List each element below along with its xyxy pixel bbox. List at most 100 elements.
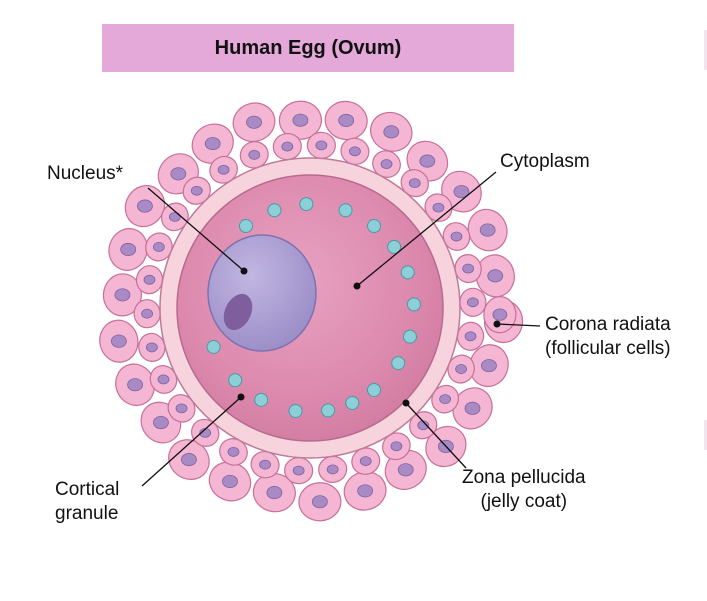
cortical-granule (238, 219, 253, 234)
follicular-cell-nucleus (259, 459, 271, 470)
cortical-granule (299, 197, 314, 212)
follicular-cell (239, 141, 269, 169)
cortical-granule (321, 403, 336, 418)
follicular-cell-nucleus (383, 125, 400, 139)
corona-leader (496, 323, 541, 327)
follicular-cell-nucleus (292, 113, 309, 127)
corona-pointer-dot (493, 320, 501, 328)
follicular-cell-nucleus (217, 164, 230, 175)
follicular-cell-nucleus (127, 378, 143, 392)
cortical-granule-label: Cortical granule (55, 478, 119, 526)
follicular-cell (108, 228, 148, 271)
follicular-cell (298, 482, 342, 522)
follicular-cell-nucleus (455, 364, 468, 374)
follicular-cell-nucleus (487, 269, 504, 283)
follicular-cell-nucleus (464, 331, 477, 342)
zona-label-line1: Zona pellucida (462, 467, 586, 488)
cortical-granules (206, 197, 421, 418)
cortical-granule (228, 373, 243, 388)
follicular-cell-nucleus (281, 141, 294, 152)
follicular-cell-nucleus (439, 394, 452, 405)
follicular-cell (459, 287, 487, 317)
cortical-label-line2: granule (55, 503, 119, 524)
follicular-cell-nucleus (266, 486, 283, 500)
follicular-cell-nucleus (110, 334, 127, 348)
cortical-granule (254, 392, 269, 407)
nucleolus (223, 293, 253, 331)
follicular-cell-nucleus (311, 495, 328, 509)
zona-pellucida-label: Zona pellucida (jelly coat) (462, 466, 586, 514)
follicular-cell-nucleus (204, 137, 221, 151)
follicular-cell (250, 451, 280, 479)
follicular-cell-nucleus (145, 342, 158, 353)
title-banner: Human Egg (Ovum) (102, 24, 514, 72)
follicular-cell-nucleus (432, 202, 445, 213)
cortical-granule (288, 403, 303, 418)
follicular-cell (409, 411, 438, 440)
follicular-cell (115, 363, 156, 407)
diagram-title: Human Egg (Ovum) (214, 36, 402, 59)
follicular-cell-nucleus (380, 159, 393, 169)
follicular-cell-nucleus (170, 167, 187, 181)
corona-label-line2: (follicular cells) (545, 338, 671, 359)
nucleus (207, 234, 317, 352)
follicular-cell-nucleus (168, 211, 181, 222)
follicular-cell (454, 254, 482, 284)
nucleus-pointer-dot (240, 267, 248, 275)
follicular-cell-nucleus (479, 223, 496, 237)
zona-label-line2: (jelly coat) (480, 491, 568, 512)
follicular-cell-nucleus (143, 274, 156, 285)
follicular-cell-nucleus (315, 140, 328, 151)
follicular-cell (272, 132, 302, 161)
cortical-granule (387, 239, 402, 254)
follicular-cell-nucleus (141, 308, 153, 319)
follicular-cell-nucleus (359, 456, 372, 467)
cortical-granule (338, 203, 353, 218)
follicular-cell (182, 176, 211, 205)
follicular-cell-nucleus (326, 464, 339, 475)
cortical-granule (391, 356, 406, 371)
follicular-cell-nucleus (390, 441, 403, 452)
cytoplasm-label-text: Cytoplasm (500, 151, 590, 172)
follicular-cell-nucleus (292, 465, 305, 476)
follicular-cell (99, 319, 139, 363)
follicular-cell (145, 232, 173, 262)
follicular-cell (102, 273, 143, 317)
cortical-granule (206, 339, 221, 354)
follicular-cell-nucleus (408, 178, 421, 189)
follicular-cell (318, 455, 348, 484)
cortical-leader (141, 396, 242, 487)
follicular-cell (340, 137, 370, 165)
zona-leader (405, 402, 467, 469)
follicular-cell (135, 265, 164, 295)
nucleus-leader (147, 187, 245, 272)
follicular-cell (441, 170, 482, 213)
follicular-cell (447, 354, 475, 384)
cytoplasm-leader (356, 171, 497, 287)
follicular-cell (456, 321, 485, 351)
follicular-cell-nucleus (397, 463, 414, 477)
corona-label-line1: Corona radiata (545, 314, 671, 335)
follicular-cell-nucleus (419, 154, 436, 168)
cortical-granule (367, 219, 382, 234)
follicular-cell-nucleus (222, 474, 238, 488)
zona-pointer-dot (402, 399, 410, 407)
follicular-cell-nucleus (157, 374, 170, 385)
cortical-granule (402, 329, 417, 344)
follicular-cell (232, 102, 276, 143)
follicular-cell-nucleus (137, 199, 153, 213)
cortical-label-line1: Cortical (55, 479, 120, 500)
follicular-cell-nucleus (357, 484, 374, 498)
follicular-cell-nucleus (120, 242, 137, 257)
cortical-pointer-dot (237, 393, 245, 401)
follicular-cell-nucleus (248, 149, 261, 160)
follicular-cell (278, 100, 323, 140)
follicular-cell-nucleus (481, 359, 497, 373)
follicular-cell-nucleus (464, 401, 481, 415)
cytoplasm-label: Cytoplasm (500, 150, 590, 174)
follicular-cell-nucleus (450, 231, 463, 242)
cortical-granule (367, 382, 382, 397)
follicular-cell-nucleus (467, 297, 479, 308)
follicular-cell (343, 471, 387, 511)
